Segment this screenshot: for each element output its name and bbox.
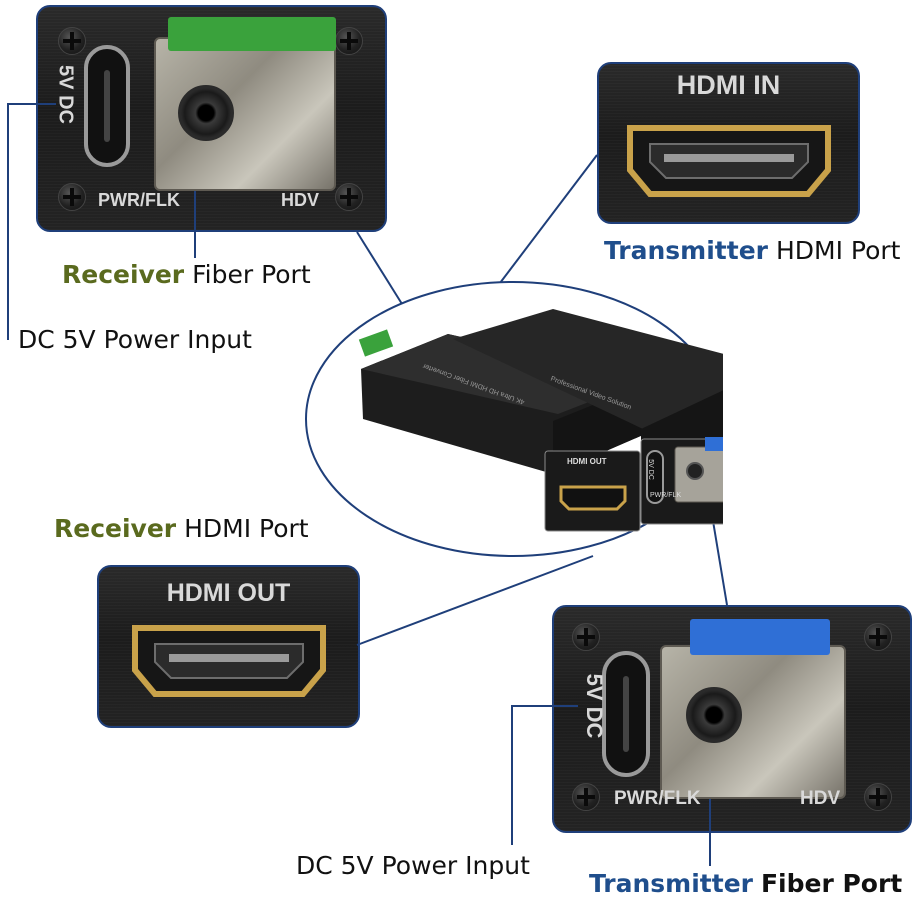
- hdv-label: HDV: [800, 788, 841, 809]
- caption-role: Receiver: [54, 514, 177, 543]
- hdmi-out-label: HDMI OUT: [166, 579, 291, 607]
- hdmi-port-icon: [132, 625, 326, 697]
- caption-transmitter-hdmi-port: Transmitter HDMI Port: [604, 236, 900, 265]
- pwr-flk-label: PWR/FLK: [98, 190, 180, 210]
- caption-text: HDMI Port: [775, 236, 901, 265]
- screw-icon: [58, 183, 86, 211]
- device-hdmi-out-label: HDMI OUT: [567, 457, 607, 466]
- fiber-lens-icon: [178, 85, 234, 141]
- screw-icon: [58, 27, 86, 55]
- dc-label: 5V DC: [582, 673, 607, 739]
- caption-transmitter-fiber-port: Transmitter Fiber Port: [589, 869, 902, 898]
- screw-icon: [335, 27, 363, 55]
- transmitter-hdmi-panel: HDMI IN: [597, 62, 860, 224]
- caption-dc-power-top: DC 5V Power Input: [18, 325, 252, 354]
- device-photo: [305, 281, 723, 557]
- receiver-sfp-latch: [358, 329, 394, 357]
- caption-text: Fiber Port: [760, 869, 903, 898]
- receiver-sfp-latch: [168, 17, 336, 51]
- caption-role: Receiver: [62, 260, 185, 289]
- caption-role: Transmitter: [604, 236, 768, 265]
- device-pwr-label: PWR/FLK: [650, 492, 682, 499]
- caption-text: HDMI Port: [184, 514, 309, 543]
- caption-text: Fiber Port: [192, 260, 311, 289]
- transmitter-sfp-latch: [705, 437, 723, 451]
- screw-icon: [864, 623, 892, 651]
- hdmi-in-label: HDMI IN: [676, 70, 781, 100]
- hdv-label: HDV: [281, 190, 320, 210]
- screw-icon: [572, 623, 600, 651]
- receiver-hdmi-panel: HDMI OUT: [97, 565, 360, 728]
- receiver-fiber-panel: 5V DC PWR/FLK HDV: [36, 5, 387, 232]
- caption-receiver-hdmi-port: Receiver HDMI Port: [54, 514, 309, 543]
- screw-icon: [335, 183, 363, 211]
- pwr-flk-label: PWR/FLK: [614, 788, 701, 809]
- usb-c-port-icon: [84, 45, 130, 167]
- fiber-lens-icon: [686, 687, 742, 743]
- dc-label: 5V DC: [54, 65, 77, 124]
- transmitter-fiber-panel: 5V DC PWR/FLK HDV: [552, 605, 912, 833]
- screw-icon: [572, 783, 600, 811]
- caption-role: Transmitter: [589, 869, 753, 898]
- usb-c-port-icon: [602, 651, 650, 777]
- caption-dc-power-bottom: DC 5V Power Input: [296, 851, 530, 880]
- caption-receiver-fiber-port: Receiver Fiber Port: [62, 260, 311, 289]
- device-dc-label: 5V DC: [646, 459, 654, 480]
- transmitter-sfp-latch: [690, 619, 830, 655]
- screw-icon: [864, 783, 892, 811]
- hdmi-port-icon: [627, 125, 831, 197]
